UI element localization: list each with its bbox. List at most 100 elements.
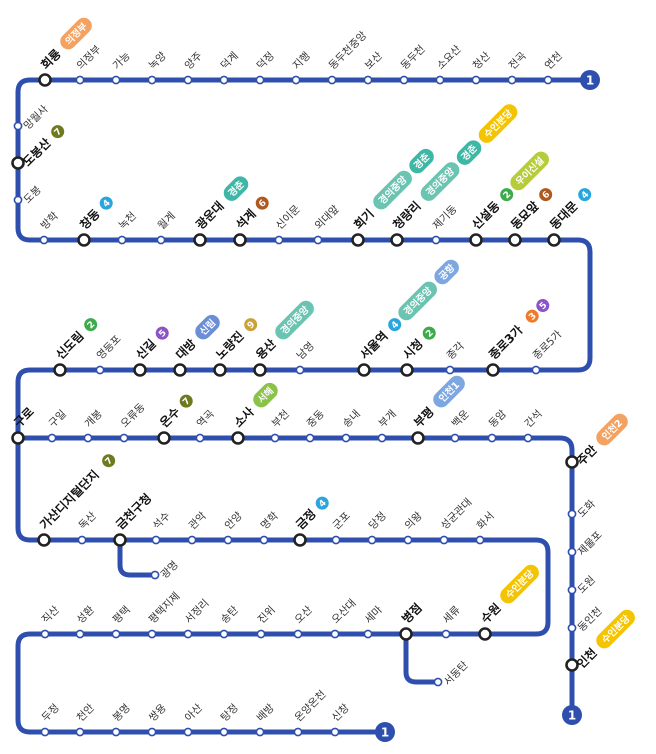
station-stop[interactable]: 오류동 bbox=[119, 401, 148, 443]
station-dot[interactable] bbox=[487, 433, 497, 443]
station-dot[interactable] bbox=[147, 75, 157, 85]
station-dot[interactable] bbox=[75, 629, 85, 639]
transfer-station-dot[interactable] bbox=[37, 533, 51, 547]
station-dot[interactable] bbox=[330, 629, 340, 639]
station-dot[interactable] bbox=[305, 433, 315, 443]
station-dot[interactable] bbox=[291, 75, 301, 85]
station-dot[interactable] bbox=[567, 585, 577, 595]
transfer-station-dot[interactable] bbox=[193, 233, 207, 247]
transfer-station-dot[interactable] bbox=[231, 431, 245, 445]
station-dot[interactable] bbox=[147, 629, 157, 639]
station-dot[interactable] bbox=[259, 535, 269, 545]
transfer-station-dot[interactable] bbox=[77, 233, 91, 247]
station-stop[interactable]: 평택지제 bbox=[147, 590, 183, 639]
station-dot[interactable] bbox=[293, 727, 303, 737]
station-dot[interactable] bbox=[567, 547, 577, 557]
station-dot[interactable] bbox=[255, 727, 265, 737]
station-dot[interactable] bbox=[40, 727, 50, 737]
station-dot[interactable] bbox=[445, 365, 455, 375]
transfer-station-dot[interactable] bbox=[565, 658, 579, 672]
station-dot[interactable] bbox=[195, 433, 205, 443]
station-dot[interactable] bbox=[147, 727, 157, 737]
station-dot[interactable] bbox=[450, 433, 460, 443]
station-stop[interactable]: 서동탄 bbox=[433, 659, 471, 688]
station-dot[interactable] bbox=[219, 629, 229, 639]
station-dot[interactable] bbox=[543, 75, 553, 85]
transfer-station-dot[interactable] bbox=[53, 363, 67, 377]
station-dot[interactable] bbox=[330, 727, 340, 737]
transfer-station-dot[interactable] bbox=[399, 627, 413, 641]
station-dot[interactable] bbox=[219, 75, 229, 85]
transfer-station-dot[interactable] bbox=[357, 363, 371, 377]
station-dot[interactable] bbox=[111, 727, 121, 737]
station-dot[interactable] bbox=[399, 75, 409, 85]
transfer-station-dot[interactable] bbox=[173, 363, 187, 377]
station-dot[interactable] bbox=[433, 677, 443, 687]
station-dot[interactable] bbox=[313, 235, 323, 245]
station-dot[interactable] bbox=[75, 75, 85, 85]
station-dot[interactable] bbox=[47, 433, 57, 443]
station-dot[interactable] bbox=[439, 535, 449, 545]
station-dot[interactable] bbox=[111, 75, 121, 85]
transfer-station-dot[interactable] bbox=[478, 627, 492, 641]
station-dot[interactable] bbox=[183, 629, 193, 639]
station-dot[interactable] bbox=[219, 727, 229, 737]
transfer-station-dot[interactable] bbox=[11, 156, 25, 170]
station-dot[interactable] bbox=[187, 535, 197, 545]
transfer-station-dot[interactable] bbox=[390, 233, 404, 247]
station-dot[interactable] bbox=[441, 629, 451, 639]
station-dot[interactable] bbox=[150, 570, 160, 580]
station-dot[interactable] bbox=[13, 121, 23, 131]
station-stop[interactable]: 온양온천 bbox=[293, 688, 329, 737]
station-dot[interactable] bbox=[507, 75, 517, 85]
transfer-station-dot[interactable] bbox=[233, 233, 247, 247]
station-dot[interactable] bbox=[270, 433, 280, 443]
station-transfer[interactable]: 금천구청 bbox=[113, 490, 155, 547]
station-dot[interactable] bbox=[13, 195, 23, 205]
station-stop[interactable]: 종로5가 bbox=[531, 328, 565, 375]
transfer-station-dot[interactable] bbox=[400, 363, 414, 377]
station-dot[interactable] bbox=[183, 727, 193, 737]
station-dot[interactable] bbox=[40, 629, 50, 639]
station-dot[interactable] bbox=[475, 535, 485, 545]
station-stop[interactable]: 외대앞 bbox=[313, 203, 342, 245]
station-dot[interactable] bbox=[255, 75, 265, 85]
station-dot[interactable] bbox=[523, 433, 533, 443]
station-stop[interactable]: 광명 bbox=[150, 559, 181, 581]
transfer-station-dot[interactable] bbox=[351, 233, 365, 247]
station-dot[interactable] bbox=[111, 629, 121, 639]
transfer-station-dot[interactable] bbox=[253, 363, 267, 377]
station-dot[interactable] bbox=[295, 365, 305, 375]
station-dot[interactable] bbox=[403, 535, 413, 545]
transfer-station-dot[interactable] bbox=[213, 363, 227, 377]
station-stop[interactable]: 영등포 bbox=[95, 333, 124, 375]
station-dot[interactable] bbox=[77, 535, 87, 545]
station-dot[interactable] bbox=[274, 235, 284, 245]
transfer-station-dot[interactable] bbox=[486, 363, 500, 377]
transfer-station-dot[interactable] bbox=[469, 233, 483, 247]
station-stop[interactable]: 신이문 bbox=[274, 203, 303, 245]
station-dot[interactable] bbox=[435, 75, 445, 85]
station-dot[interactable] bbox=[363, 629, 373, 639]
transfer-station-dot[interactable] bbox=[547, 233, 561, 247]
station-dot[interactable] bbox=[223, 535, 233, 545]
transfer-station-dot[interactable] bbox=[565, 455, 579, 469]
station-dot[interactable] bbox=[75, 727, 85, 737]
station-stop[interactable]: 동두천중앙 bbox=[327, 29, 370, 85]
station-dot[interactable] bbox=[567, 509, 577, 519]
station-dot[interactable] bbox=[119, 433, 129, 443]
transfer-station-dot[interactable] bbox=[11, 431, 25, 445]
station-dot[interactable] bbox=[431, 235, 441, 245]
transfer-station-dot[interactable] bbox=[113, 533, 127, 547]
